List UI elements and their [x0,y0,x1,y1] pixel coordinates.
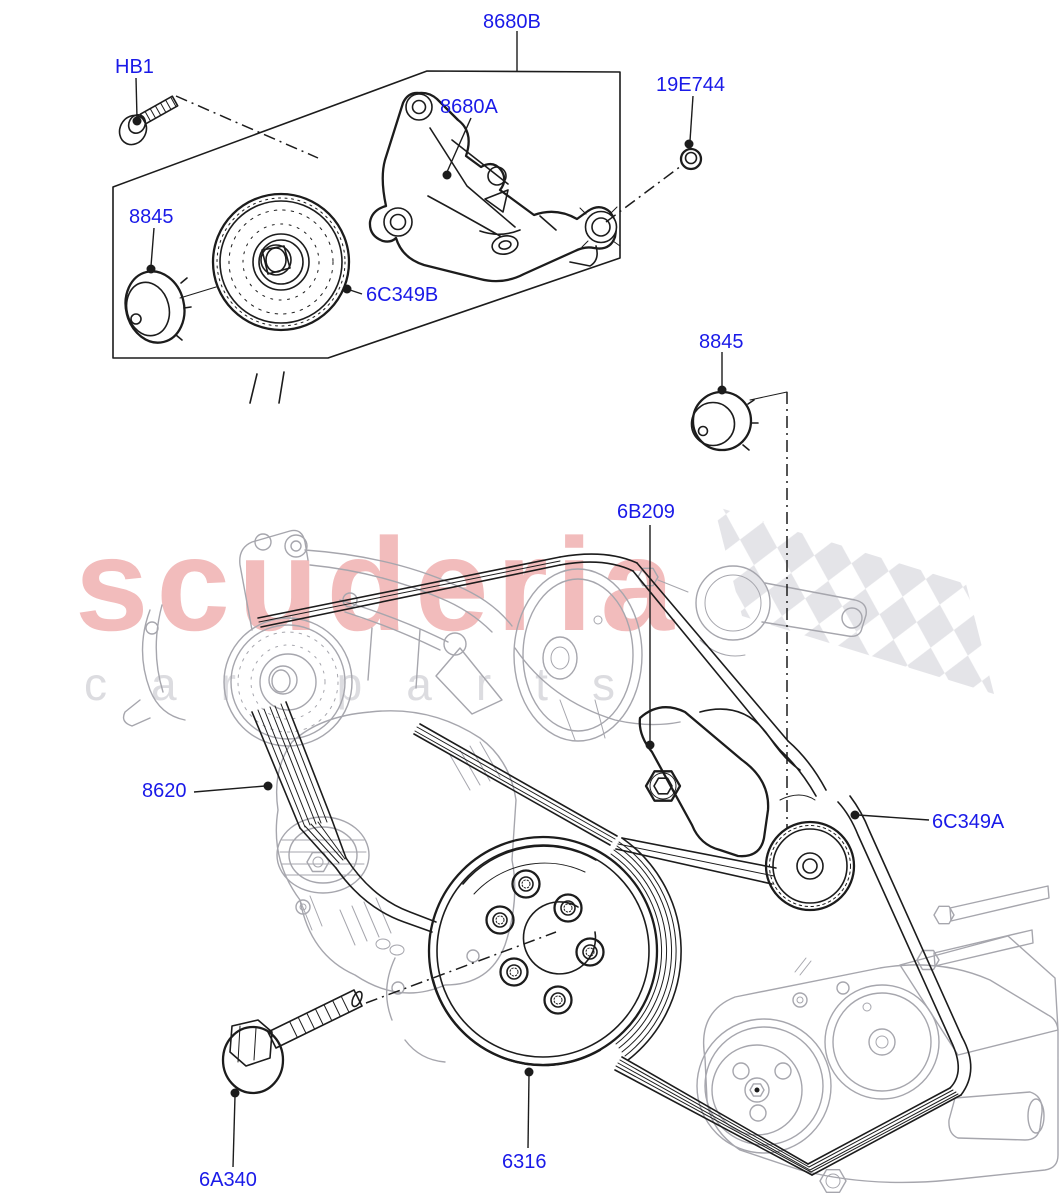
callout-leaders [132,31,930,1168]
part-label-6c349a: 6C349A [932,811,1005,833]
bracket-to-bushing-axis [605,165,682,223]
exploded-parts-black-art [112,70,972,1176]
part-label-6c349b: 6C349B [366,284,438,306]
part-label-hb1: HB1 [115,56,154,78]
water-pump-pulley [513,568,643,742]
part-label-8620: 8620 [142,780,187,802]
crank-axis-line [365,931,557,1004]
part-label-6b209: 6B209 [617,501,675,523]
subassembly-boundary-box [112,70,621,359]
hb1-axis-line [175,95,319,159]
crank-pulley-6316 [427,835,659,1067]
ac-compressor [696,885,1059,1194]
part-label-6a340: 6A340 [199,1169,257,1191]
thermostat-housing [637,565,867,657]
mounting-bracket-8680 [368,91,621,283]
pulley-cap-left [124,270,192,344]
bushing-19e744 [679,139,703,171]
part-label-8680b: 8680B [483,11,541,33]
crank-pulley-bolts [485,869,605,1015]
part-label-8845-right: 8845 [699,331,744,353]
bolt-6a340 [221,989,363,1095]
part-label-6316: 6316 [502,1151,547,1173]
pulley-cap-right [690,390,759,452]
part-label-19e744: 19E744 [656,74,725,96]
watermark-brand-text: scuderia [75,511,682,658]
drive-belts [251,553,972,1176]
idler-pulley-6c349b [211,192,351,332]
alternator [275,710,517,995]
part-label-8680a: 8680A [440,96,498,118]
part-number-labels: HB1 8680B 8680A 19E744 8845 6C349B 8845 … [115,11,1005,1191]
engine-assembly-gray-art [122,529,1059,1194]
belt-tensioner-6b209 [638,706,856,912]
bolt-hb1 [118,95,179,146]
part-label-8845-left: 8845 [129,206,174,228]
